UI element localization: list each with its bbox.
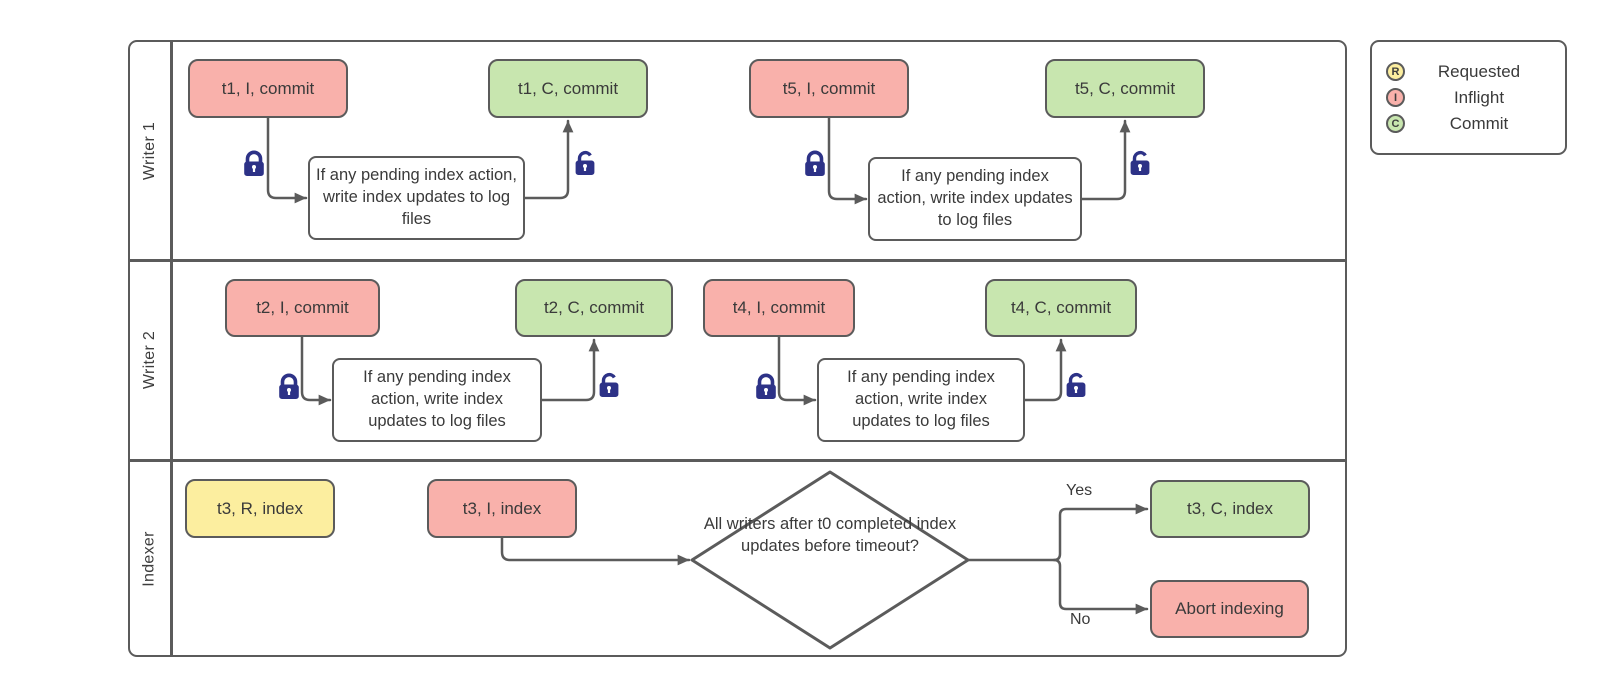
commit-status-icon: C: [1386, 114, 1405, 133]
node-t3-requested: t3, R, index: [185, 479, 335, 538]
process-box-writer1-a: If any pending index action, write index…: [308, 156, 525, 240]
process-box-writer2-b: If any pending index action, write index…: [817, 358, 1025, 442]
legend-row-requested: R Requested: [1386, 62, 1553, 82]
legend-label-requested: Requested: [1437, 61, 1521, 81]
lane-header-divider: [170, 42, 173, 655]
node-t2-inflight: t2, I, commit: [225, 279, 380, 337]
process-box-writer2-a: If any pending index action, write index…: [332, 358, 542, 442]
lane-divider-1: [130, 259, 1345, 262]
node-t2-commit: t2, C, commit: [515, 279, 673, 337]
lane-header-writer1: Writer 1: [130, 42, 170, 259]
node-abort-indexing: Abort indexing: [1150, 580, 1309, 638]
node-t5-inflight: t5, I, commit: [749, 59, 909, 118]
legend-row-commit: C Commit: [1386, 114, 1553, 134]
swimlane-pool: Writer 1 Writer 2 Indexer: [128, 40, 1347, 657]
requested-status-icon: R: [1386, 62, 1405, 81]
branch-label-no: No: [1070, 611, 1091, 628]
branch-label-yes: Yes: [1066, 482, 1093, 499]
legend-label-inflight: Inflight: [1453, 87, 1505, 107]
legend-row-inflight: I Inflight: [1386, 88, 1553, 108]
legend-label-commit: Commit: [1449, 113, 1509, 133]
node-t1-inflight: t1, I, commit: [188, 59, 348, 118]
node-t3-commit: t3, C, index: [1150, 480, 1310, 538]
node-t4-commit: t4, C, commit: [985, 279, 1137, 337]
lane-label-writer2: Writer 2: [141, 330, 158, 390]
decision-label: All writers after t0 completed index upd…: [703, 515, 957, 555]
process-box-writer1-b: If any pending index action, write index…: [868, 157, 1082, 241]
lane-header-indexer: Indexer: [130, 461, 170, 656]
node-t5-commit: t5, C, commit: [1045, 59, 1205, 118]
node-t1-commit: t1, C, commit: [488, 59, 648, 118]
node-t4-inflight: t4, I, commit: [703, 279, 855, 337]
legend: R Requested I Inflight C Commit: [1370, 40, 1567, 155]
lane-label-writer1: Writer 1: [141, 121, 158, 180]
node-t3-inflight: t3, I, index: [427, 479, 577, 538]
lane-divider-2: [130, 459, 1345, 462]
lane-header-writer2: Writer 2: [130, 261, 170, 459]
inflight-status-icon: I: [1386, 88, 1405, 107]
lane-label-indexer: Indexer: [141, 530, 158, 587]
